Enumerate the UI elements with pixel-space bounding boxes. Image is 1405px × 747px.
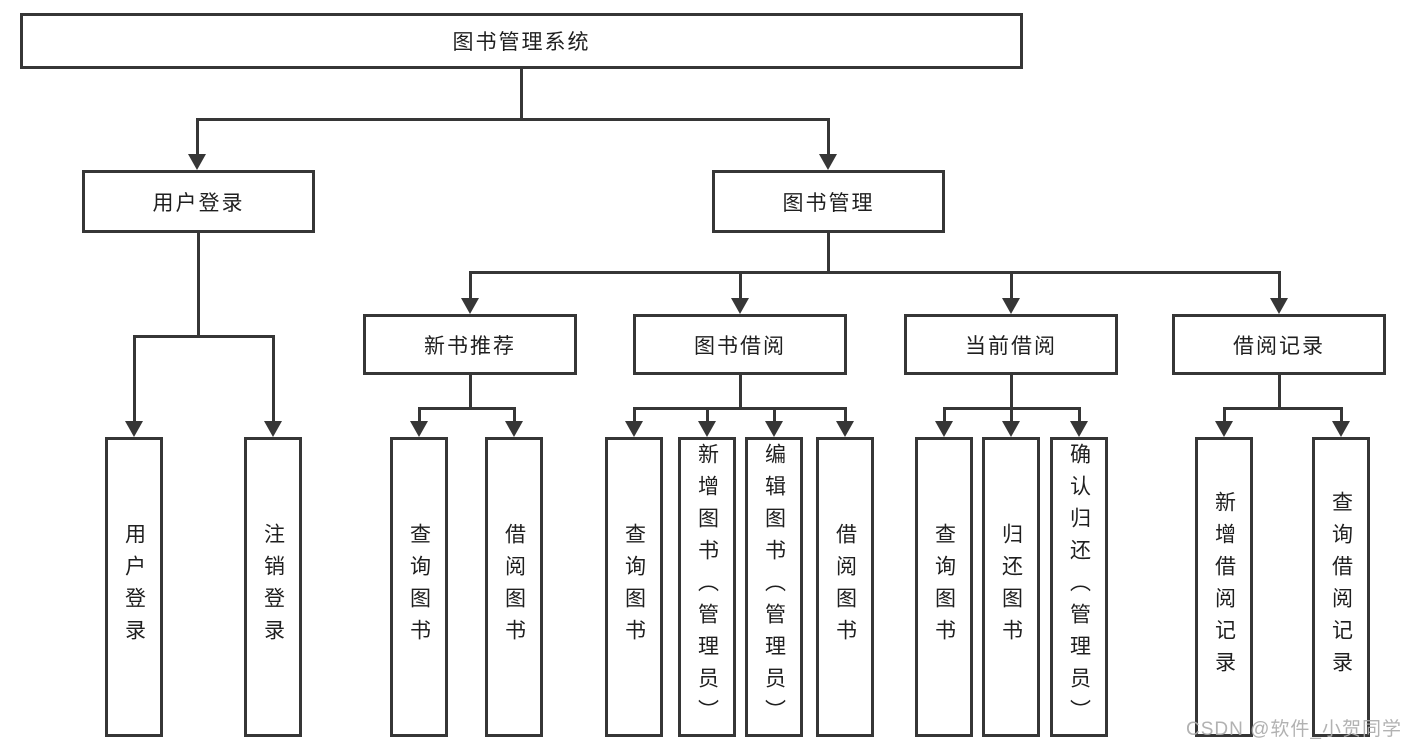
connector-arrow-stem xyxy=(272,335,275,421)
leaf-query-books-current: 查询图书 xyxy=(915,437,973,737)
connector-arrow-stem xyxy=(1340,407,1343,421)
leaf-user-login-label: 用户登录 xyxy=(122,523,146,651)
node-new-book-recommend-label: 新书推荐 xyxy=(424,334,516,358)
connector-arrow-stem xyxy=(513,407,516,421)
leaf-borrow-books-label: 借阅图书 xyxy=(833,523,857,651)
arrowhead-down-icon xyxy=(1070,421,1088,437)
leaf-add-borrow-record: 新增借阅记录 xyxy=(1195,437,1253,737)
leaf-add-books-admin-label: 新增图书（管理员） xyxy=(695,443,719,731)
connector-arrow-stem xyxy=(773,407,776,421)
leaf-query-books-recommend: 查询图书 xyxy=(390,437,448,737)
connector-arrow-stem xyxy=(1010,271,1013,298)
node-current-borrowing-label: 当前借阅 xyxy=(965,334,1057,358)
leaf-return-books-label: 归还图书 xyxy=(999,523,1023,651)
node-library-system-label: 图书管理系统 xyxy=(452,31,591,54)
arrowhead-down-icon xyxy=(1270,298,1288,314)
leaf-confirm-return-admin: 确认归还（管理员） xyxy=(1050,437,1108,737)
connector-arrow-stem xyxy=(844,407,847,421)
arrowhead-down-icon xyxy=(1002,421,1020,437)
connector-arrow-stem xyxy=(1223,407,1226,421)
connector-arrow-stem xyxy=(706,407,709,421)
leaf-borrow-books: 借阅图书 xyxy=(816,437,874,737)
leaf-confirm-return-admin-label: 确认归还（管理员） xyxy=(1067,443,1091,731)
leaf-borrow-books-recommend: 借阅图书 xyxy=(485,437,543,737)
node-user-login-label: 用户登录 xyxy=(152,191,245,215)
arrowhead-down-icon xyxy=(836,421,854,437)
leaf-query-borrow-record-label: 查询借阅记录 xyxy=(1329,491,1353,683)
node-user-login: 用户登录 xyxy=(82,170,315,233)
connector-group-stem xyxy=(1010,375,1013,407)
leaf-logout: 注销登录 xyxy=(244,437,302,737)
connector-root-bar xyxy=(196,118,830,121)
connector-group-bar xyxy=(1223,407,1343,410)
connector-group-stem xyxy=(469,375,472,407)
arrowhead-down-icon xyxy=(698,421,716,437)
leaf-add-borrow-record-label: 新增借阅记录 xyxy=(1212,491,1236,683)
connector-book-mgmt-stem xyxy=(827,233,830,271)
connector-root-stem xyxy=(520,69,523,118)
leaf-borrow-books-recommend-label: 借阅图书 xyxy=(502,523,526,651)
leaf-logout-label: 注销登录 xyxy=(261,523,285,651)
connector-arrow-stem xyxy=(739,271,742,298)
leaf-query-books-borrowing: 查询图书 xyxy=(605,437,663,737)
arrowhead-down-icon xyxy=(935,421,953,437)
arrowhead-down-icon xyxy=(125,421,143,437)
arrowhead-down-icon xyxy=(731,298,749,314)
node-book-borrowing: 图书借阅 xyxy=(633,314,847,375)
connector-group-stem xyxy=(739,375,742,407)
arrowhead-down-icon xyxy=(188,154,206,170)
node-borrow-records: 借阅记录 xyxy=(1172,314,1386,375)
leaf-query-books-current-label: 查询图书 xyxy=(932,523,956,651)
connector-arrow-stem xyxy=(1278,271,1281,298)
node-library-system: 图书管理系统 xyxy=(20,13,1023,69)
connector-group-bar xyxy=(418,407,516,410)
leaf-user-login: 用户登录 xyxy=(105,437,163,737)
leaf-edit-books-admin: 编辑图书（管理员） xyxy=(745,437,803,737)
connector-arrow-stem xyxy=(1078,407,1081,421)
connector-arrow-stem xyxy=(133,335,136,421)
connector-arrow-stem xyxy=(633,407,636,421)
arrowhead-down-icon xyxy=(1215,421,1233,437)
leaf-query-borrow-record: 查询借阅记录 xyxy=(1312,437,1370,737)
connector-group-stem xyxy=(1278,375,1281,407)
connector-arrow-stem xyxy=(418,407,421,421)
connector-arrow-stem xyxy=(196,118,199,154)
node-new-book-recommend: 新书推荐 xyxy=(363,314,577,375)
arrowhead-down-icon xyxy=(461,298,479,314)
connector-arrow-stem xyxy=(1010,407,1013,421)
leaf-return-books: 归还图书 xyxy=(982,437,1040,737)
connector-book-mgmt-bar xyxy=(469,271,1281,274)
csdn-watermark: CSDN @软件_小贺同学 xyxy=(1186,719,1402,740)
arrowhead-down-icon xyxy=(264,421,282,437)
connector-user-login-stem xyxy=(197,233,200,335)
leaf-edit-books-admin-label: 编辑图书（管理员） xyxy=(762,443,786,731)
node-book-borrowing-label: 图书借阅 xyxy=(694,334,786,358)
connector-arrow-stem xyxy=(827,118,830,154)
arrowhead-down-icon xyxy=(819,154,837,170)
connector-user-login-bar xyxy=(133,335,275,338)
connector-arrow-stem xyxy=(469,271,472,298)
arrowhead-down-icon xyxy=(765,421,783,437)
connector-group-bar xyxy=(633,407,847,410)
leaf-add-books-admin: 新增图书（管理员） xyxy=(678,437,736,737)
connector-arrow-stem xyxy=(943,407,946,421)
node-current-borrowing: 当前借阅 xyxy=(904,314,1118,375)
node-borrow-records-label: 借阅记录 xyxy=(1233,334,1325,358)
arrowhead-down-icon xyxy=(410,421,428,437)
leaf-query-books-borrowing-label: 查询图书 xyxy=(622,523,646,651)
arrowhead-down-icon xyxy=(1332,421,1350,437)
node-book-management: 图书管理 xyxy=(712,170,945,233)
leaf-query-books-recommend-label: 查询图书 xyxy=(407,523,431,651)
arrowhead-down-icon xyxy=(1002,298,1020,314)
node-book-management-label: 图书管理 xyxy=(782,191,875,215)
arrowhead-down-icon xyxy=(625,421,643,437)
arrowhead-down-icon xyxy=(505,421,523,437)
